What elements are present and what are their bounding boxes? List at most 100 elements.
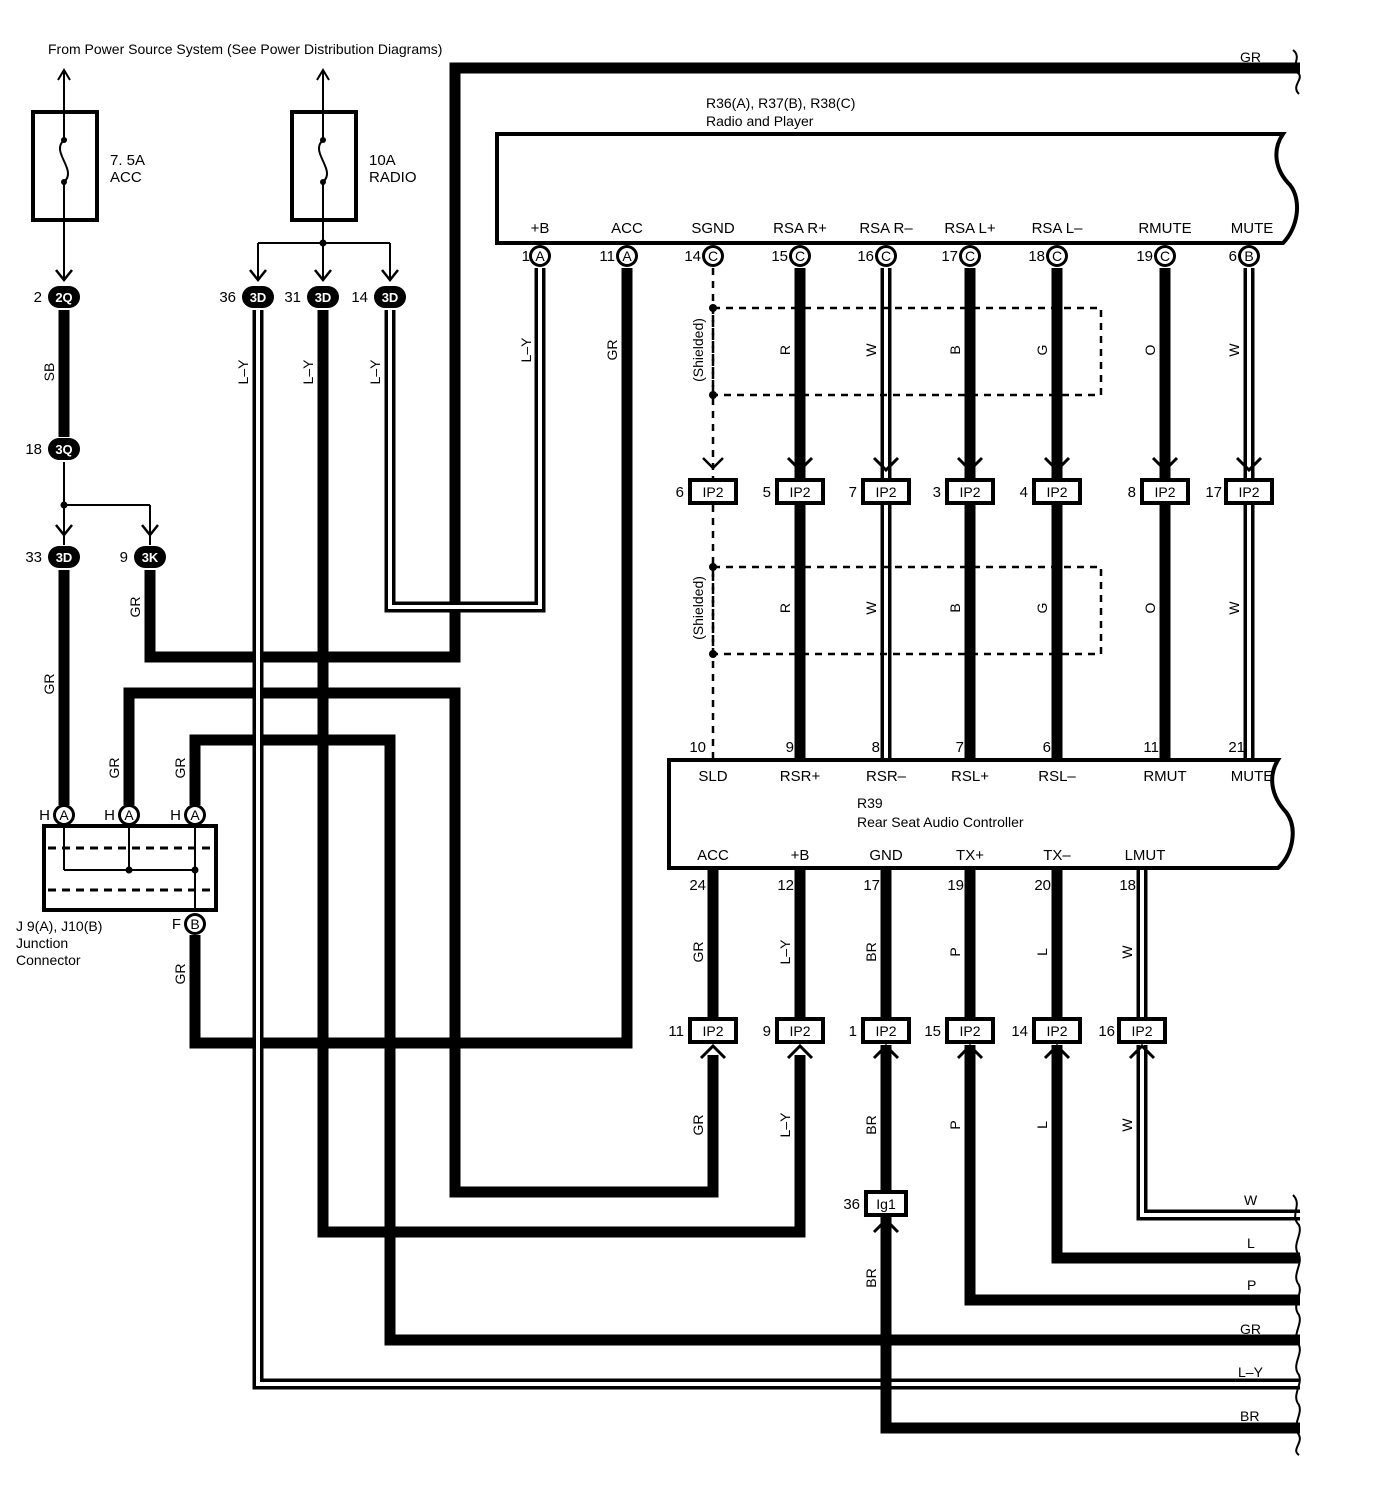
svg-text:IP2: IP2 (959, 1023, 980, 1039)
wire-color-label: L (1034, 948, 1050, 956)
wire-color-label: GR (604, 340, 620, 361)
svg-text:C: C (965, 248, 975, 264)
junction-pin-a: AH (170, 804, 206, 826)
pin-number: 21 (1228, 739, 1245, 756)
controller-pin-label: TX+ (956, 847, 984, 864)
radio-pin-label: MUTE (1231, 220, 1274, 237)
radio-ref: R36(A), R37(B), R38(C) (706, 95, 855, 111)
radio-connector: A1 (522, 245, 551, 267)
svg-text:2Q: 2Q (55, 290, 72, 305)
svg-text:A: A (124, 807, 134, 823)
radio-fuse-branch (63, 220, 391, 280)
pin-number: 18 (1028, 248, 1045, 265)
radio-wire-labels: L–Y GR R W B G O W (Shielded) (Shielded) (518, 318, 1242, 640)
pin-number: 20 (1034, 877, 1051, 894)
controller-pin-label: +B (791, 847, 810, 864)
wire-color-label: W (863, 601, 879, 615)
pin-number: 5 (763, 484, 771, 501)
controller-top-pins: 10 9 8 7 6 11 21 SLD RSR+ RSR– RSL+ RSL–… (689, 739, 1273, 785)
wire-color-label: GR (690, 1115, 706, 1136)
ip2-lower-row: IP2 11 IP2 9 IP2 1 IP2 15 IP2 14 (668, 1017, 1167, 1060)
pin-number: 10 (689, 739, 706, 756)
ip2-connector-upper: IP2 6 (676, 457, 738, 505)
exit-wire-label: W (1244, 1192, 1258, 1208)
pin-number: 36 (843, 1196, 860, 1213)
svg-text:3D: 3D (315, 290, 332, 305)
svg-text:H: H (39, 807, 50, 824)
ip2-connector-upper: IP2 8 (1128, 456, 1190, 505)
pin-number: 4 (1020, 484, 1028, 501)
svg-text:IP2: IP2 (789, 484, 810, 500)
controller-pin-label: RMUT (1143, 768, 1186, 785)
ip2-upper-row: IP2 6 IP2 5 IP2 7 IP2 3 IP2 4 (676, 456, 1274, 505)
wire-color-label: W (1119, 1118, 1135, 1132)
wire-color-label: GR (41, 674, 57, 695)
pin-number: 14 (684, 248, 701, 265)
svg-text:A: A (190, 807, 200, 823)
ip2-connector-lower: IP2 16 (1098, 1017, 1167, 1060)
connector-3k: 3K 9 (120, 546, 166, 568)
radio-pin-labels: +B ACC SGND RSA R+ RSA R– RSA L+ RSA L– … (531, 220, 1274, 237)
radio-connector: B6 (1229, 245, 1260, 267)
pin-number: 6 (1229, 248, 1237, 265)
radio-pin-label: RSA L+ (944, 220, 996, 237)
wire-color-label: O (1142, 602, 1158, 613)
exit-wire-label: P (1247, 1277, 1256, 1293)
pin-number: 18 (1119, 877, 1136, 894)
radio-pin-label: SGND (691, 220, 735, 237)
fuse-acc-name: ACC (110, 169, 142, 186)
radio-connector: C15 (771, 245, 811, 267)
radio-connector: C19 (1136, 245, 1176, 267)
pin-number: 14 (351, 289, 368, 306)
wire-color-label: BR (863, 942, 879, 961)
radio-pin-label: RMUTE (1138, 220, 1191, 237)
svg-text:C: C (795, 248, 805, 264)
wire-color-label: L–Y (518, 337, 534, 363)
junction-pin-b: BF (172, 913, 206, 935)
wire-color-label: L–Y (777, 939, 793, 965)
ip2-connector-upper: IP2 17 (1205, 456, 1274, 505)
controller-wire-labels: GR L–Y BR P L W (690, 939, 1135, 965)
pin-number: 6 (676, 484, 684, 501)
ip2-connector-lower: IP2 11 (668, 1017, 738, 1060)
pin-number: 17 (1205, 484, 1222, 501)
pin-number: 18 (25, 441, 42, 458)
pin-number: 8 (1128, 484, 1136, 501)
wire-color-label: G (1034, 345, 1050, 356)
controller-ref: R39 (857, 795, 883, 811)
wire-color-label: SB (41, 363, 57, 382)
pin-number: 7 (849, 484, 857, 501)
pin-number: 11 (599, 248, 615, 265)
svg-text:H: H (170, 807, 181, 824)
wire-color-label: R (777, 603, 793, 613)
controller-pin-label: GND (869, 847, 903, 864)
pin-number: 14 (1011, 1023, 1028, 1040)
junction-name: Connector (16, 952, 81, 968)
splice-dot (60, 501, 68, 509)
fuse-acc-rating: 7. 5A (110, 152, 145, 169)
controller-pin-label: LMUT (1125, 847, 1166, 864)
ip2-connector-upper: IP2 7 (849, 456, 911, 505)
wire-color-label: BR (863, 1115, 879, 1134)
radio-connector: C17 (941, 245, 981, 267)
svg-text:3K: 3K (142, 550, 159, 565)
radio-unit: R36(A), R37(B), R38(C) Radio and Player (495, 95, 1299, 245)
splice-dot (319, 239, 327, 247)
exit-wire-label: GR (1240, 1321, 1261, 1337)
svg-text:F: F (172, 916, 181, 933)
ip2-connector-upper: IP2 3 (933, 456, 995, 505)
ip2-connector-lower: IP2 14 (1011, 1017, 1082, 1060)
right-exit-labels: GR W L P GR L–Y BR (1238, 49, 1264, 1424)
pin-number: 11 (668, 1023, 684, 1040)
radio-connector: C18 (1028, 245, 1068, 267)
wire-color-label: G (1034, 603, 1050, 614)
junction-name: Junction (16, 935, 68, 951)
fuse-radio: 10A RADIO (290, 68, 417, 243)
shielded-label: (Shielded) (690, 318, 706, 382)
left-connectors: 2Q 2 3Q 18 3D 33 3K 9 3D 36 3D 31 (25, 269, 406, 568)
svg-text:A: A (535, 248, 545, 264)
controller-pin-label: TX– (1043, 847, 1071, 864)
svg-text:IP2: IP2 (1046, 1023, 1067, 1039)
wire-color-label: GR (690, 942, 706, 963)
